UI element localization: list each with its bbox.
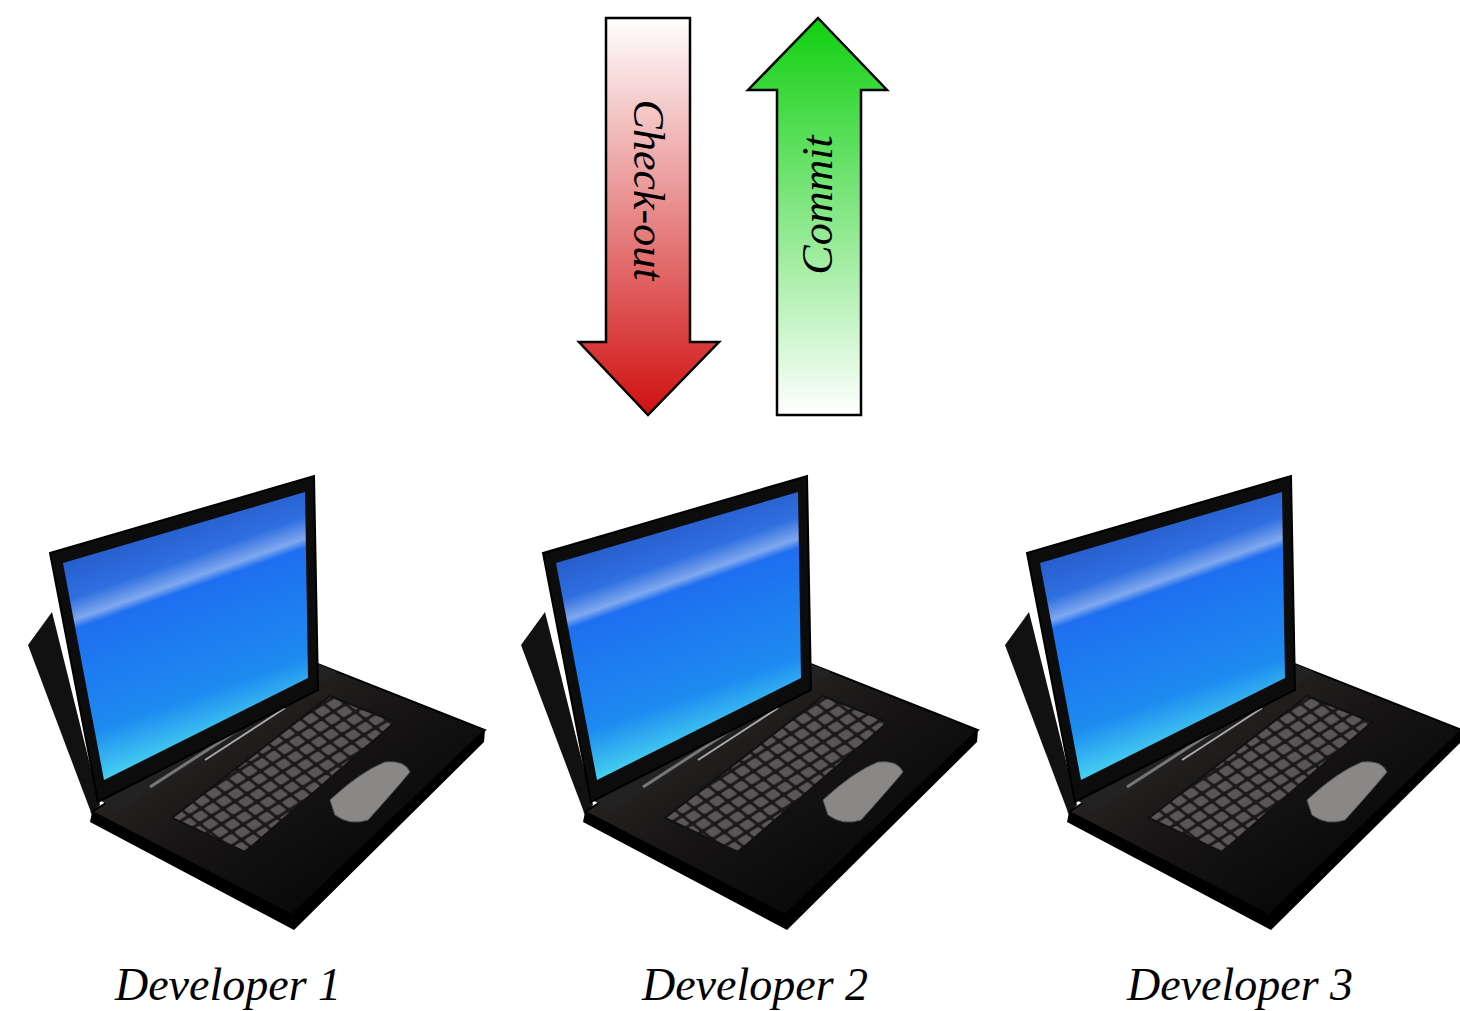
developer-caption: Developer 1 xyxy=(115,962,341,1008)
checkout-arrow: Check-out xyxy=(579,18,719,415)
developer-caption: Developer 3 xyxy=(1127,962,1353,1008)
developer-caption: Developer 2 xyxy=(642,962,868,1008)
laptop-2 xyxy=(521,476,978,930)
laptop-1 xyxy=(28,476,485,930)
arrow-label: Check-out xyxy=(626,100,670,281)
arrow-label: Commit xyxy=(796,135,840,274)
laptop-3 xyxy=(1005,476,1460,930)
commit-arrow: Commit xyxy=(748,18,887,415)
